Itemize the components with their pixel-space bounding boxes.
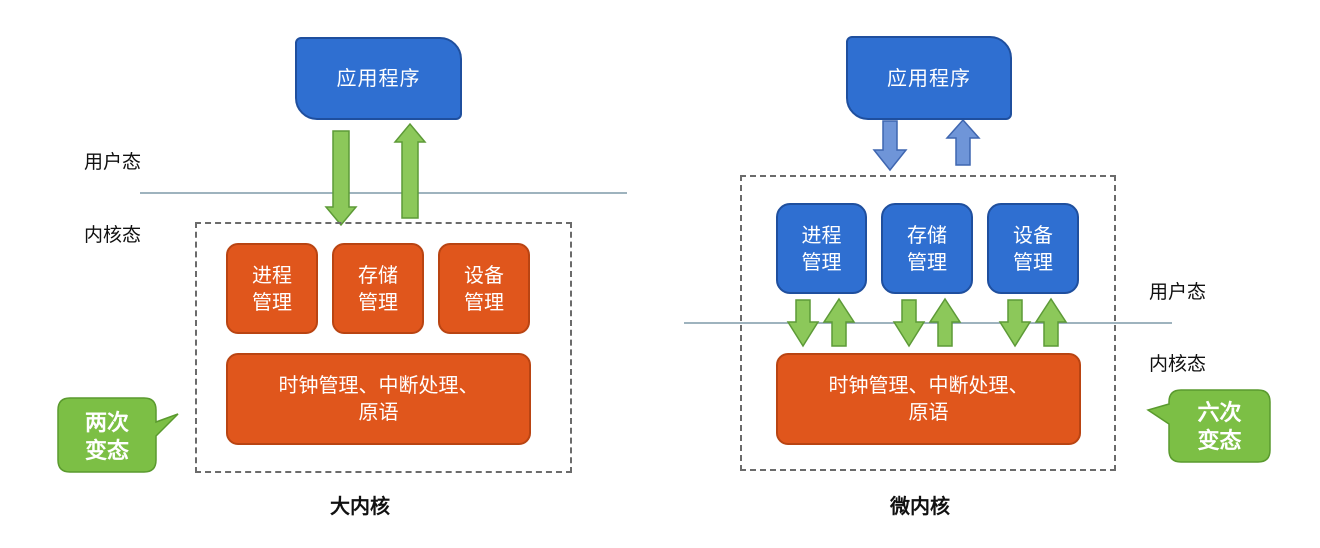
mem-down-arrow [892,299,926,348]
right-device-mgmt: 设备 管理 [987,203,1079,294]
left-caption: 大内核 [330,494,390,518]
right-bubble-text: 六次 变态 [1197,401,1242,454]
left-kernel-boundary [195,222,572,473]
dev-down-arrow [998,299,1032,348]
right-app-box: 应用程序 [846,36,1012,120]
left-user-mode-label: 用户态 [84,151,142,173]
left-device-mgmt: 设备 管理 [438,243,530,334]
right-core-services: 时钟管理、中断处理、 原语 [776,353,1081,445]
proc-down-arrow [786,299,820,348]
right-bubble-shape [1146,389,1271,463]
right-kernel-boundary [740,175,1116,471]
left-bubble-text: 两次 变态 [84,411,129,464]
left-app-box: 应用程序 [295,37,462,120]
proc-up-arrow [822,297,856,347]
dev-up-arrow [1034,297,1068,347]
left-kernel-mode-label: 内核态 [84,224,142,246]
right-caption: 微内核 [890,494,950,518]
mem-up-arrow [928,297,962,347]
right-storage-mgmt: 存储 管理 [881,203,973,294]
left-process-mgmt: 进程 管理 [226,243,318,334]
right-app-down-arrow [872,120,908,172]
right-app-label: 应用程序 [887,65,971,90]
right-process-mgmt: 进程 管理 [776,203,867,294]
module-arrows [786,297,1068,348]
right-user-mode-label: 用户态 [1149,281,1207,303]
left-bubble-shape [57,397,179,473]
right-app-up-arrow [945,118,981,166]
left-app-label: 应用程序 [336,66,421,90]
right-kernel-mode-label: 内核态 [1149,353,1207,375]
left-core-services: 时钟管理、中断处理、 原语 [226,353,531,445]
left-up-arrow [393,122,427,219]
left-down-arrow [324,130,358,227]
left-storage-mgmt: 存储 管理 [332,243,424,334]
